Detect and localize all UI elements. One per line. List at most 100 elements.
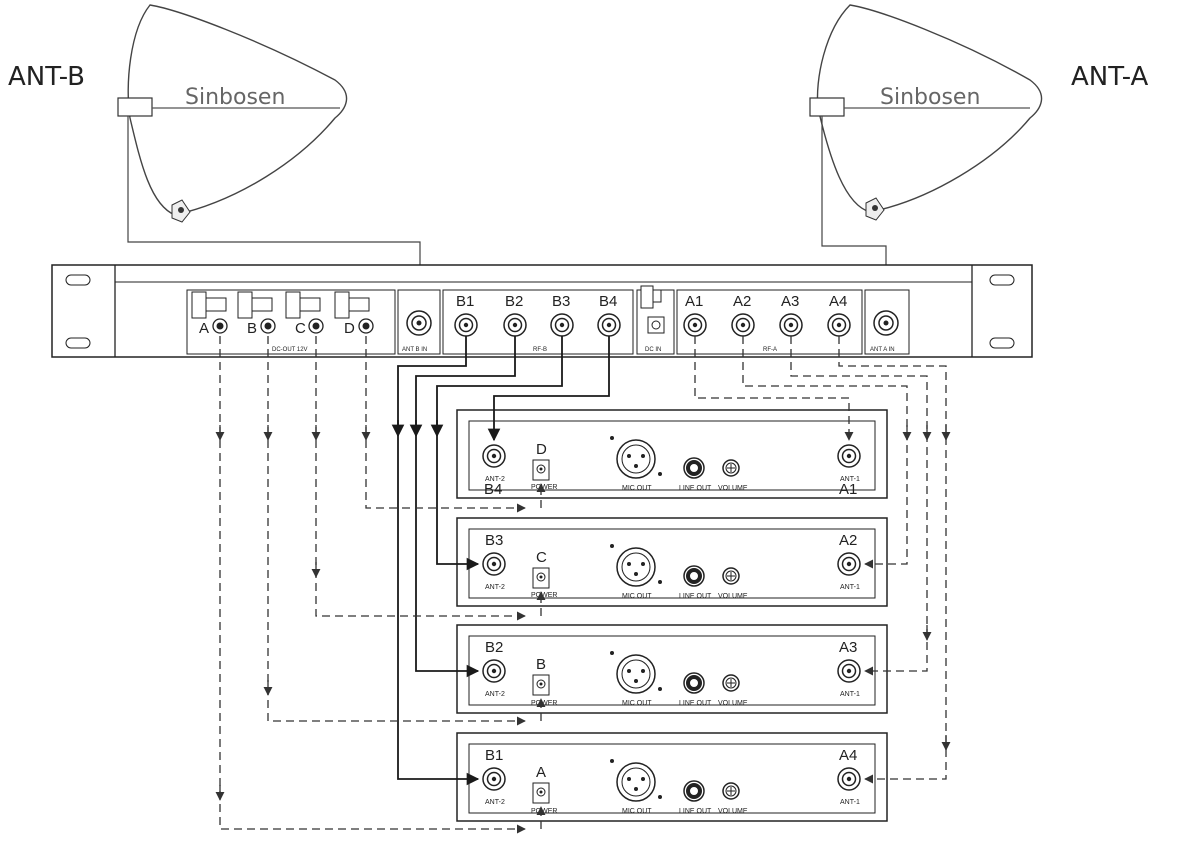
receiver-1-line-out[interactable] — [683, 457, 705, 479]
rf-b-port-b3[interactable]: B3 — [550, 293, 574, 337]
cable-b1-to-receiver-4 — [397, 336, 480, 786]
ant-a-in-label: ANT A IN — [870, 347, 895, 353]
svg-text:B: B — [247, 320, 257, 337]
svg-text:MIC OUT: MIC OUT — [622, 485, 652, 492]
receiver-4-power-jack[interactable] — [532, 782, 550, 804]
antenna-a-amp — [809, 97, 845, 117]
receiver-1-mic-out[interactable] — [610, 436, 662, 479]
receiver-4-volume-knob[interactable] — [722, 782, 740, 800]
cable-dc-d-to-receiver-1 — [365, 336, 526, 513]
receiver-2-power-port-label: C — [536, 549, 547, 566]
svg-text:D: D — [344, 320, 355, 337]
svg-text:ANT-1: ANT-1 — [840, 691, 860, 698]
rf-a-port-a1[interactable]: A1 — [683, 293, 707, 337]
svg-text:ANT-2: ANT-2 — [485, 799, 505, 806]
receiver-1-power-jack[interactable] — [532, 459, 550, 481]
dc-out-switches — [191, 291, 370, 319]
dc-in-label: DC IN — [645, 347, 661, 353]
receiver-1-ant2-jack[interactable] — [482, 444, 506, 468]
ant-b-in-jack[interactable] — [406, 310, 432, 336]
svg-text:VOLUME: VOLUME — [718, 485, 748, 492]
cable-a4-to-receiver-4 — [838, 336, 947, 784]
antenna-a-brand: Sinbosen — [880, 85, 980, 110]
receiver-4-ant1-jack[interactable] — [837, 767, 861, 791]
ant-b-in-panel — [397, 289, 441, 355]
svg-text:POWER: POWER — [531, 484, 557, 491]
cable-b4-to-receiver-1 — [487, 336, 610, 442]
rf-b-port-b4[interactable]: B4 — [597, 293, 621, 337]
receiver-3: B2 ANT-2 B POWER MIC OUT LINE OUT VOLUME… — [456, 624, 888, 714]
receiver-4-power-port-label: A — [536, 764, 546, 781]
ant-a-in-panel — [864, 289, 910, 355]
svg-text:VOLUME: VOLUME — [718, 593, 748, 600]
cable-a2-to-receiver-2 — [742, 336, 908, 569]
receiver-3-ant1-jack[interactable] — [837, 659, 861, 683]
antenna-b-brand: Sinbosen — [185, 85, 285, 110]
ant-b-label: ANT-B — [8, 62, 86, 92]
rf-a-port-a4[interactable]: A4 — [827, 293, 851, 337]
antenna-b-amp — [117, 97, 153, 117]
antenna-b: Sinbosen — [117, 4, 348, 223]
rf-a-port-a3[interactable]: A3 — [779, 293, 803, 337]
receiver-2-ant1-jack[interactable] — [837, 552, 861, 576]
svg-text:POWER: POWER — [531, 808, 557, 815]
svg-text:A: A — [199, 320, 209, 337]
svg-text:C: C — [295, 320, 306, 337]
rf-a-port-a2[interactable]: A2 — [731, 293, 755, 337]
rack-ear-slot — [65, 337, 91, 349]
receiver-1-power-port-label: D — [536, 441, 547, 458]
receiver-2-a-port-label: A2 — [839, 532, 857, 549]
dc-out-jack-d[interactable]: D — [344, 318, 374, 337]
ant-a-in-jack[interactable] — [873, 310, 899, 336]
ant-b-in-label: ANT B IN — [402, 347, 427, 353]
dc-out-jack-b[interactable]: B — [247, 318, 276, 337]
svg-text:ANT-2: ANT-2 — [485, 584, 505, 591]
antenna-a-paddle — [816, 4, 1043, 213]
cable-dc-b-to-receiver-3 — [267, 336, 526, 726]
receiver-3-volume-knob[interactable] — [722, 674, 740, 692]
dc-out-jack-c[interactable]: C — [295, 318, 324, 337]
rf-b-panel — [442, 289, 634, 355]
svg-text:ANT-2: ANT-2 — [485, 691, 505, 698]
receiver-3-power-port-label: B — [536, 656, 546, 673]
svg-text:LINE OUT: LINE OUT — [679, 700, 712, 707]
receiver-3-power-jack[interactable] — [532, 674, 550, 696]
receiver-2-ant2-jack[interactable] — [482, 552, 506, 576]
receiver-2-power-jack[interactable] — [532, 567, 550, 589]
svg-text:ANT-2: ANT-2 — [485, 476, 505, 483]
svg-text:POWER: POWER — [531, 700, 557, 707]
receiver-2-line-out[interactable] — [683, 565, 705, 587]
svg-text:LINE OUT: LINE OUT — [679, 808, 712, 815]
receiver-2-volume-knob[interactable] — [722, 567, 740, 585]
rf-a-panel — [676, 289, 863, 355]
antenna-a: Sinbosen — [809, 4, 1043, 221]
svg-text:B1: B1 — [456, 293, 474, 310]
svg-text:A2: A2 — [733, 293, 751, 310]
rf-b-port-b1[interactable]: B1 — [454, 293, 478, 337]
receiver-2: B3 ANT-2 C POWER MIC OUT LINE OUT VOLUME… — [456, 517, 888, 607]
svg-text:A3: A3 — [781, 293, 799, 310]
rf-b-port-b2[interactable]: B2 — [503, 293, 527, 337]
receiver-1-b-port-label: B4 — [484, 481, 502, 498]
cable-dc-a-to-receiver-4 — [219, 336, 526, 834]
receiver-4-mic-out[interactable] — [610, 759, 662, 802]
dc-out-jack-a[interactable]: A — [199, 318, 228, 337]
receiver-3-line-out[interactable] — [683, 672, 705, 694]
dc-out-label: DC-OUT 12V — [272, 347, 308, 353]
receiver-4-ant2-jack[interactable] — [482, 767, 506, 791]
antenna-distributor: A B C D DC-OUT 12V ANT B IN B1 B2 — [51, 264, 1033, 358]
dc-in-jack[interactable] — [647, 316, 665, 334]
receiver-1-volume-knob[interactable] — [722, 459, 740, 477]
rf-b-cables — [391, 336, 610, 786]
svg-text:LINE OUT: LINE OUT — [679, 485, 712, 492]
receiver-3-ant2-jack[interactable] — [482, 659, 506, 683]
receiver-1-ant1-jack[interactable] — [837, 444, 861, 468]
dc-out-panel — [186, 289, 396, 355]
receiver-3-mic-out[interactable] — [610, 651, 662, 694]
ant-a-label: ANT-A — [1071, 62, 1149, 92]
rack-ear-slot — [989, 337, 1015, 349]
cable-b3-to-receiver-2 — [436, 336, 563, 571]
receiver-2-mic-out[interactable] — [610, 544, 662, 587]
receiver-4-line-out[interactable] — [683, 780, 705, 802]
